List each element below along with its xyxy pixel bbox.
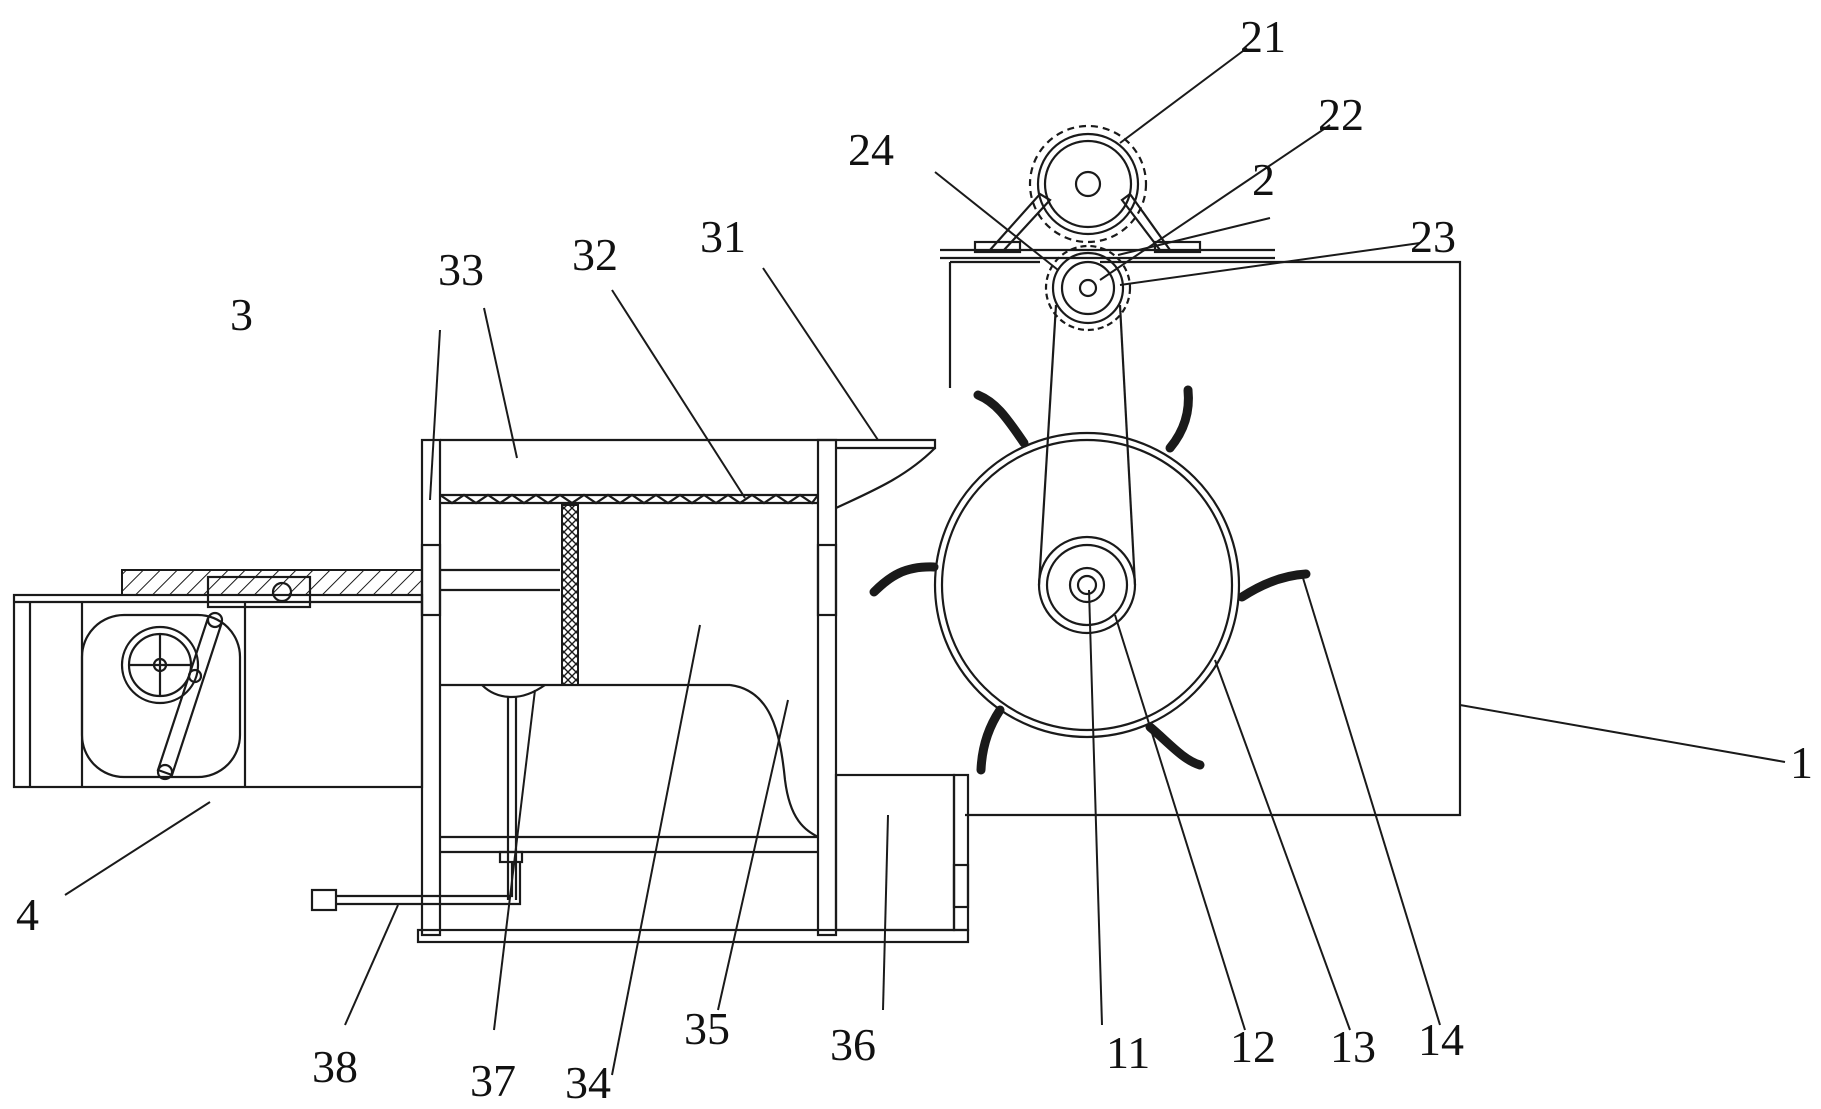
- label-23: 23: [1410, 211, 1456, 262]
- label-35: 35: [684, 1003, 730, 1054]
- label-38: 38: [312, 1041, 358, 1092]
- filter-column: [561, 504, 579, 686]
- motor-box: [834, 773, 970, 932]
- label-37: 37: [470, 1055, 516, 1106]
- drain-pipe: [310, 862, 522, 912]
- label-3: 3: [230, 289, 253, 340]
- label-24: 24: [848, 124, 894, 175]
- label-34: 34: [565, 1057, 611, 1108]
- upper-gear: [1028, 124, 1148, 244]
- label-4: 4: [16, 889, 39, 940]
- label-12: 12: [1230, 1021, 1276, 1072]
- label-31: 31: [700, 211, 746, 262]
- cutter-blades: [869, 385, 1311, 775]
- callout-labels: 1 2 3 4 11 12 13 14 21 22 23 24 31 32 33…: [16, 11, 1813, 1108]
- conveyor-unit: [12, 569, 424, 789]
- lower-gear: [1044, 244, 1132, 332]
- collection-tank: [440, 683, 819, 838]
- label-13: 13: [1330, 1021, 1376, 1072]
- label-36: 36: [830, 1019, 876, 1070]
- label-2: 2: [1252, 154, 1275, 205]
- screen-plate: [439, 493, 819, 505]
- label-14: 14: [1418, 1014, 1464, 1065]
- gear-support-bracket: [973, 192, 1202, 254]
- label-21: 21: [1240, 11, 1286, 62]
- label-11: 11: [1106, 1027, 1150, 1078]
- label-33: 33: [438, 244, 484, 295]
- label-22: 22: [1318, 89, 1364, 140]
- label-32: 32: [572, 229, 618, 280]
- feed-hopper: [818, 438, 937, 509]
- leader-lines: [64, 47, 1786, 1076]
- main-housing: [940, 248, 1462, 817]
- label-1: 1: [1790, 737, 1813, 788]
- frame-3: [416, 438, 970, 944]
- cutter-drum: [933, 431, 1241, 739]
